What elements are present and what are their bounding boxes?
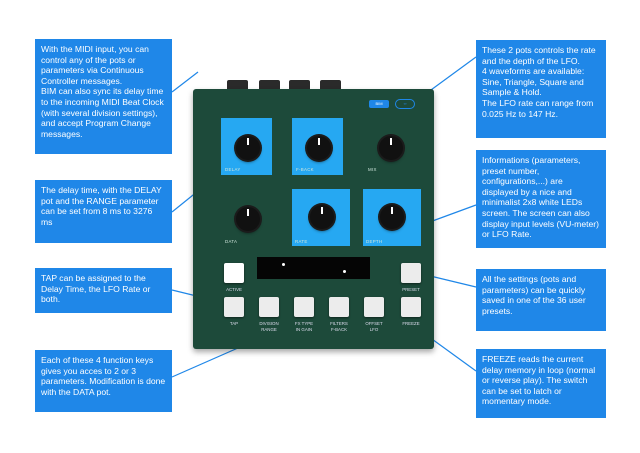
callout-lfo-text: These 2 pots controls the rate and the d… (482, 45, 596, 119)
offset-lfo-button[interactable] (364, 297, 384, 317)
freeze-label: FREEZE (402, 321, 420, 326)
logo-badge: ∞ (395, 99, 415, 109)
jack-2[interactable] (259, 80, 280, 91)
callout-tap-text: TAP can be assigned to the Delay Time, t… (41, 273, 151, 305)
data-label: DATA (225, 239, 238, 244)
freeze-button[interactable] (401, 297, 421, 317)
rate-label: RATE (295, 239, 308, 244)
delay-label: DELAY (225, 167, 241, 172)
bim-pedal: BIM ∞ DELAY F-BACK MIX DATA RATE DEPTH A… (193, 89, 434, 349)
callout-tap: TAP can be assigned to the Delay Time, t… (35, 268, 172, 313)
callout-freeze-text: FREEZE reads the current delay memory in… (482, 354, 596, 407)
preset-label: PRESET (402, 287, 420, 292)
jack-1[interactable] (227, 80, 248, 91)
preset-button[interactable] (401, 263, 421, 283)
fback-knob[interactable] (307, 136, 331, 160)
callout-delay-text: The delay time, with the DELAY pot and t… (41, 185, 162, 227)
callout-function: Each of these 4 function keys gives you … (35, 350, 172, 412)
filters-fback-button[interactable] (329, 297, 349, 317)
mix-label: MIX (368, 167, 377, 172)
depth-knob[interactable] (380, 205, 404, 229)
callout-info: Informations (parameters, preset number,… (476, 150, 606, 248)
depth-label: DEPTH (366, 239, 383, 244)
fxtype-ingain-label: FX TYPE IN GAIN (294, 321, 314, 332)
callout-function-text: Each of these 4 function keys gives you … (41, 355, 166, 397)
fback-label: F-BACK (296, 167, 314, 172)
data-knob[interactable] (236, 207, 260, 231)
division-range-button[interactable] (259, 297, 279, 317)
delay-knob[interactable] (236, 136, 260, 160)
filters-fback-label: FILTERS F-BACK (330, 321, 348, 332)
tap-label: TAP (229, 321, 239, 326)
led-screen (257, 257, 370, 279)
jack-3[interactable] (289, 80, 310, 91)
callout-midi-text: With the MIDI input, you can control any… (41, 44, 164, 139)
led-dot-1 (282, 263, 285, 266)
fxtype-ingain-button[interactable] (294, 297, 314, 317)
offset-lfo-label: OFFSET LFO (365, 321, 383, 332)
active-button[interactable] (224, 263, 244, 283)
callout-delay: The delay time, with the DELAY pot and t… (35, 180, 172, 243)
mix-knob[interactable] (379, 136, 403, 160)
callout-settings: All the settings (pots and parameters) c… (476, 269, 606, 331)
active-label: ACTIVE (226, 287, 242, 292)
callout-settings-text: All the settings (pots and parameters) c… (482, 274, 586, 316)
jack-4[interactable] (320, 80, 341, 91)
tap-button[interactable] (224, 297, 244, 317)
led-dot-2 (343, 270, 346, 273)
callout-freeze: FREEZE reads the current delay memory in… (476, 349, 606, 418)
line-info (426, 204, 477, 224)
division-range-label: DIVISION RANGE (259, 321, 279, 332)
callout-info-text: Informations (parameters, preset number,… (482, 155, 600, 240)
rate-knob[interactable] (310, 205, 334, 229)
callout-midi: With the MIDI input, you can control any… (35, 39, 172, 154)
callout-lfo: These 2 pots controls the rate and the d… (476, 40, 606, 138)
bim-badge: BIM (369, 100, 389, 108)
